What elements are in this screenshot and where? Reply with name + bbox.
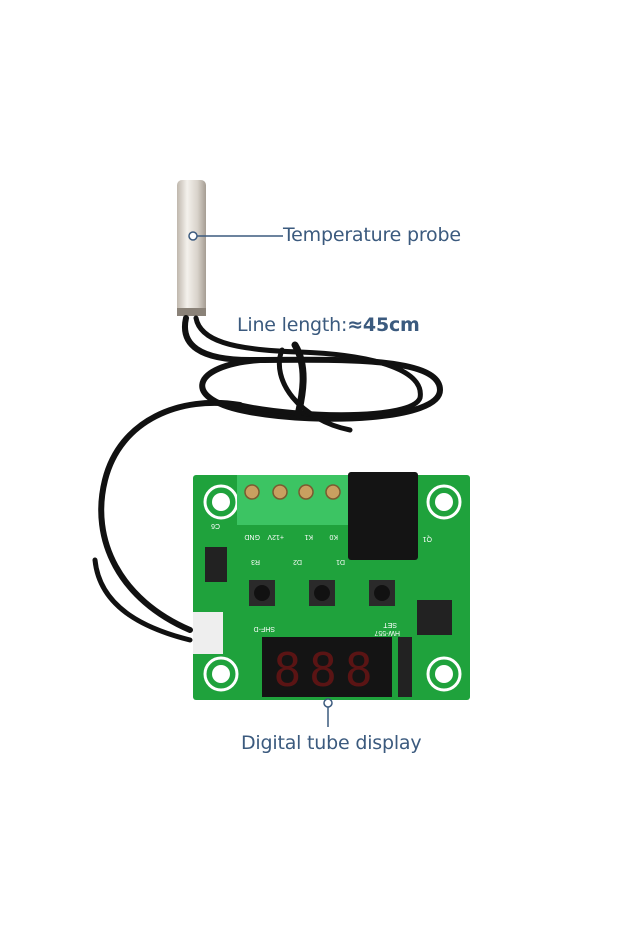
relay [348,472,418,560]
label-digital-tube-display: Digital tube display [241,732,422,754]
digital-tube-display [262,637,392,697]
silk-d1: D1 [336,558,345,565]
connector [193,612,223,654]
probe-cable [92,315,444,643]
silk-12v: +12V [267,533,284,540]
line-length-value: ≈45cm [347,314,420,336]
silk-q1: Q1 [423,535,432,542]
display-digits: 888 [273,643,380,697]
label-line-length: Line length:≈45cm [237,314,420,336]
label-temperature-probe: Temperature probe [283,224,461,246]
silk-set: SET [383,621,397,628]
silk-k0: K0 [329,533,338,540]
silk-model: HW-557 [374,629,400,636]
push-buttons [249,580,395,606]
temperature-probe [177,180,206,316]
silk-c6: C6 [211,522,220,529]
silk-k1: K1 [304,533,313,540]
callout-probe [188,231,283,241]
silk-d2: D2 [293,558,302,565]
callout-display [323,698,333,727]
pcb-board [193,472,470,700]
silk-r3: R3 [251,558,260,565]
silk-gnd: GND [244,533,260,540]
terminal-block [237,475,349,525]
line-length-label: Line length: [237,314,348,336]
silk-shf: SHF-D [254,625,275,632]
